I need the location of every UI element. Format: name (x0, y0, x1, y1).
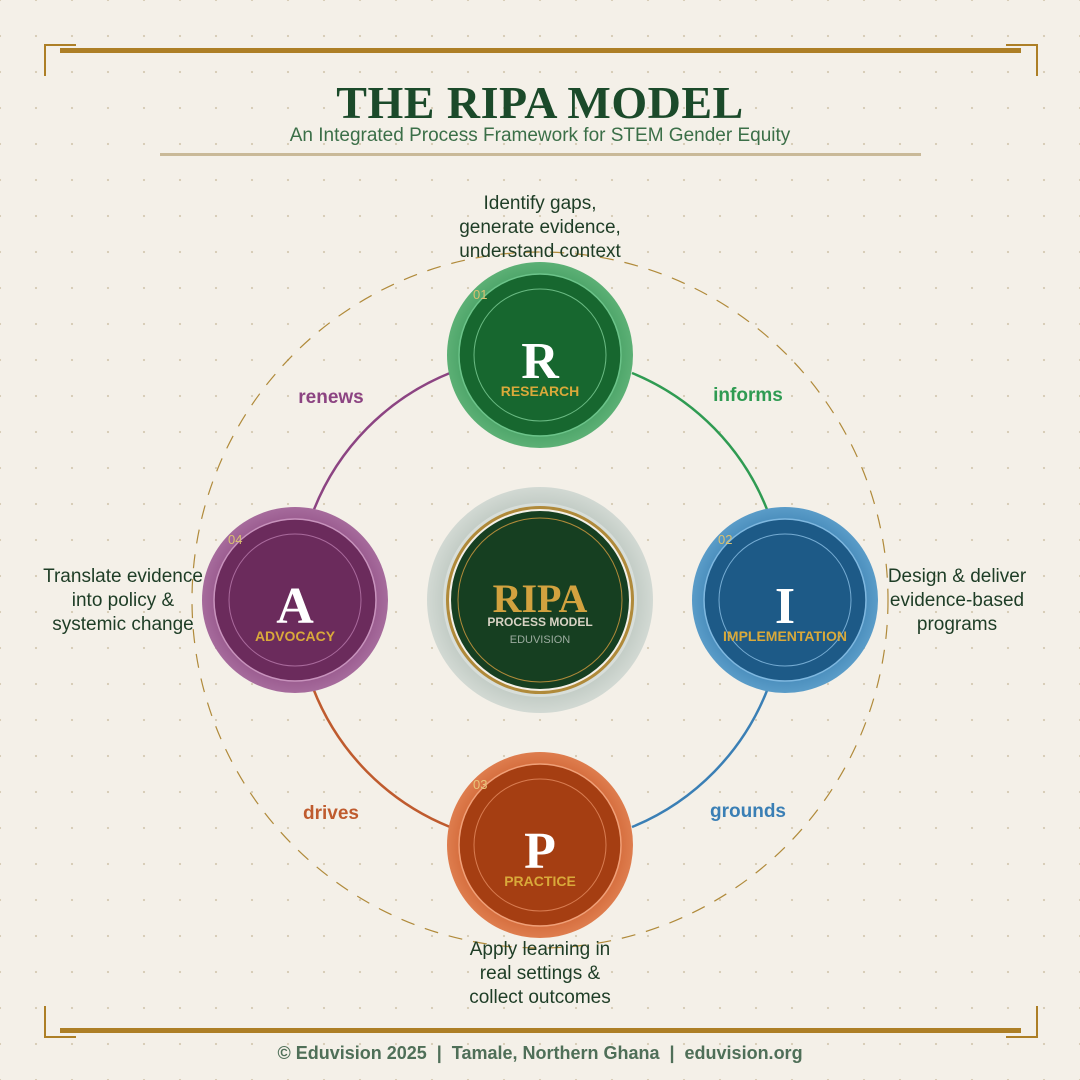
implementation-description-line: programs (916, 614, 998, 635)
practice-description-line: real settings & (479, 963, 601, 984)
research-label: RESEARCH (501, 383, 580, 399)
page-subtitle: An Integrated Process Framework for STEM… (289, 125, 791, 146)
research-letter: R (521, 333, 560, 390)
implementation-node (692, 507, 878, 693)
advocacy-description-line: systemic change (52, 614, 194, 635)
research-node (447, 262, 633, 448)
corner-ornament-top-left (44, 44, 76, 76)
connector-arc-renews (311, 371, 451, 513)
implementation-description-line: Design & deliver (887, 566, 1027, 587)
advocacy-label: ADVOCACY (255, 628, 336, 644)
outer-dashed-orbit (191, 251, 889, 949)
advocacy-description: Translate evidence into policy & systemi… (33, 565, 213, 637)
advocacy-description-line: Translate evidence (43, 566, 203, 587)
practice-number: 03 (473, 777, 487, 792)
connector-label-drives: drives (303, 803, 359, 824)
connector-label-grounds: grounds (710, 801, 786, 822)
practice-label: PRACTICE (504, 873, 576, 889)
implementation-number: 02 (718, 532, 732, 547)
advocacy-node (202, 507, 388, 693)
page-title: THE RIPA MODEL (336, 77, 744, 128)
corner-ornament-bottom-right (1006, 1006, 1038, 1038)
center-title: RIPA (493, 576, 588, 621)
title-divider (160, 153, 921, 156)
implementation-letter: I (775, 578, 795, 635)
research-description-line: Identify gaps, (483, 193, 597, 214)
advocacy-number: 04 (228, 532, 242, 547)
implementation-description-line: evidence-based (889, 590, 1025, 611)
connector-label-informs: informs (713, 385, 783, 406)
connector-arc-grounds (631, 687, 770, 829)
practice-description-line: collect outcomes (469, 987, 611, 1008)
center-brand: EDUVISION (510, 634, 571, 646)
practice-letter: P (524, 823, 556, 880)
practice-description-line: Apply learning in (469, 939, 611, 960)
center-hub (427, 487, 653, 713)
footer-credits: © Eduvision 2025 | Tamale, Northern Ghan… (277, 1043, 803, 1063)
practice-description: Apply learning in real settings & collec… (400, 938, 680, 1010)
top-border-rule (60, 48, 1021, 53)
corner-ornament-top-right (1006, 44, 1038, 76)
center-subtitle: PROCESS MODEL (487, 615, 592, 629)
connector-label-renews: renews (298, 387, 364, 408)
corner-ornament-bottom-left (44, 1006, 76, 1038)
implementation-description: Design & deliver evidence-based programs (872, 565, 1042, 637)
connector-arc-drives (311, 687, 451, 829)
research-description: Identify gaps, generate evidence, unders… (400, 192, 680, 264)
bottom-border-rule (60, 1028, 1021, 1033)
research-description-line: understand context (459, 241, 621, 262)
research-number: 01 (473, 287, 487, 302)
advocacy-letter: A (276, 578, 314, 635)
advocacy-description-line: into policy & (71, 590, 175, 611)
practice-node (447, 752, 633, 938)
implementation-label: IMPLEMENTATION (723, 628, 847, 644)
connector-arc-informs (631, 371, 770, 513)
research-description-line: generate evidence, (459, 217, 621, 238)
